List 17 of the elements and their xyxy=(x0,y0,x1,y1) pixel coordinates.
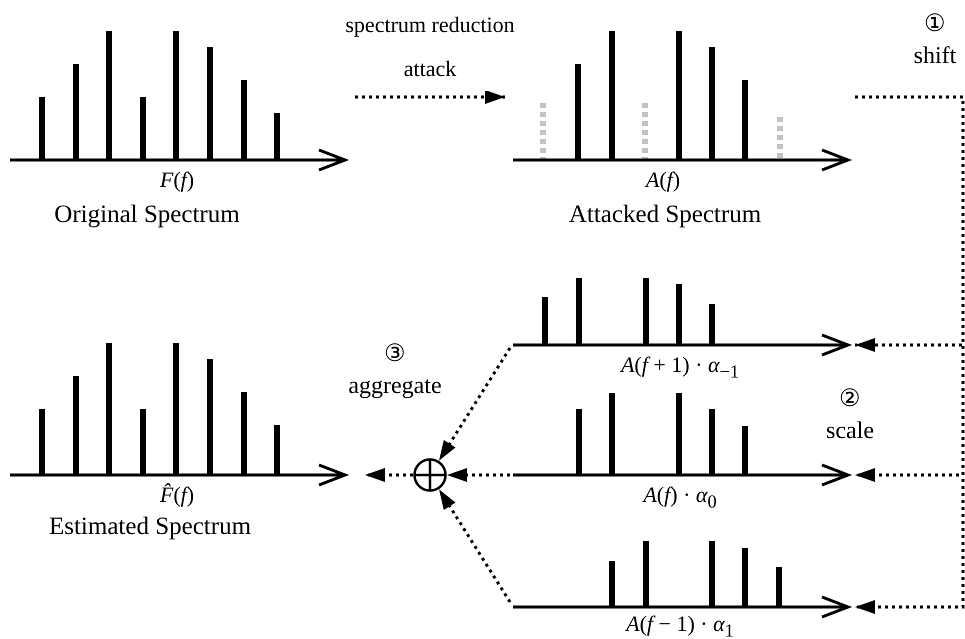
formula-label: F(f) xyxy=(160,167,194,193)
dotted-arrow xyxy=(438,488,512,603)
dotted-arrow xyxy=(447,468,510,482)
formula-label: A(f − 1) · α$_{1}$ xyxy=(626,611,734,639)
formula-label: A(f + 1) · α$_{−1}$ xyxy=(620,352,740,384)
step-label: ① shift xyxy=(912,10,958,71)
formula-label: F̂(f) xyxy=(160,482,194,508)
formula-label: A(f) xyxy=(646,167,680,193)
step-label: ③ aggregate xyxy=(347,340,443,401)
plot-title: Estimated Spectrum xyxy=(48,512,252,542)
formula-label: A(f) · α$_{0}$ xyxy=(643,482,717,514)
plot-title: Attacked Spectrum xyxy=(568,200,762,230)
dotted-arrow xyxy=(438,347,512,462)
dotted-arrow xyxy=(365,468,413,482)
step-label: ② scale xyxy=(825,385,875,446)
plot-title: Original Spectrum xyxy=(54,200,240,230)
dotted-arrow xyxy=(355,90,505,104)
